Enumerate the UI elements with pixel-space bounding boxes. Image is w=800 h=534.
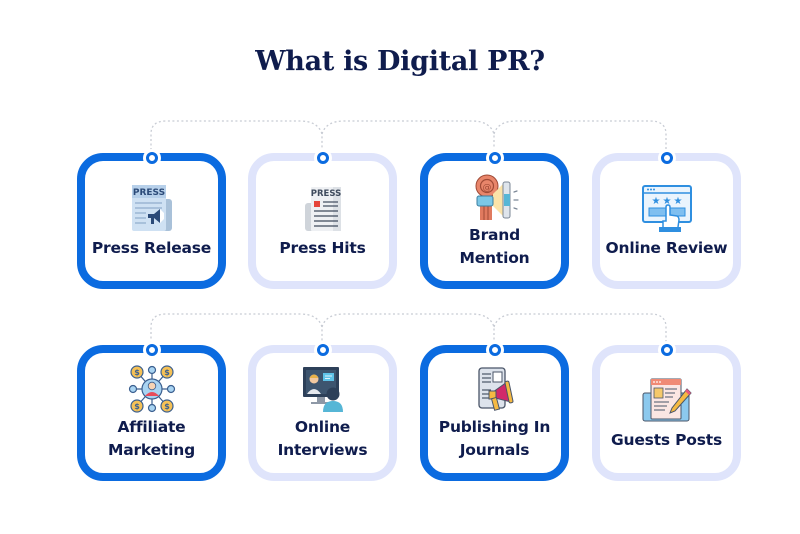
card-publishing-in-journals: Publishing In Journals — [420, 341, 569, 481]
card-online-interviews: Online Interviews — [248, 341, 397, 481]
brand-mention-megaphone-icon: @ — [475, 174, 519, 220]
svg-text:$: $ — [134, 368, 140, 377]
svg-text:$: $ — [134, 402, 140, 411]
svg-text:$: $ — [164, 368, 170, 377]
online-review-icon: ★★★ — [641, 184, 692, 232]
connector-dot — [142, 149, 161, 167]
svg-text:★: ★ — [673, 196, 682, 207]
card-online-review: ★★★ Online Review — [592, 149, 741, 289]
svg-text:PRESS: PRESS — [310, 189, 340, 199]
card-label: Brand Mention — [459, 226, 530, 267]
card-label: Online Interviews — [277, 418, 368, 459]
card-label: Press Hits — [279, 238, 366, 257]
card-label: Affiliate Marketing — [108, 418, 195, 459]
card-brand-mention: @ Brand Mention — [420, 149, 569, 289]
video-interview-icon — [302, 367, 343, 412]
press-hits-icon: PRESS — [304, 186, 341, 231]
connector-dot — [313, 149, 332, 167]
connector-dot — [485, 149, 504, 167]
card-label: Guests Posts — [611, 430, 722, 449]
svg-text:★: ★ — [662, 196, 671, 207]
card-label: Publishing In Journals — [438, 418, 551, 459]
connector-dot — [657, 149, 676, 167]
connector-dot — [142, 341, 161, 359]
journal-megaphone-icon — [477, 367, 513, 411]
card-label: Online Review — [605, 238, 728, 257]
page-title: What is Digital PR? — [255, 46, 545, 77]
card-guests-posts: Guests Posts — [592, 341, 741, 481]
guest-post-icon — [642, 378, 692, 421]
svg-text:PRESS: PRESS — [132, 188, 164, 198]
card-press-hits: PRESS Press Hits — [248, 149, 397, 289]
press-release-icon: PRESS — [131, 184, 172, 231]
connector-dot — [313, 341, 332, 359]
svg-text:$: $ — [164, 402, 170, 411]
card-press-release: PRESS Press Release — [77, 149, 226, 289]
connector-dot — [485, 341, 504, 359]
svg-text:@: @ — [482, 183, 491, 193]
card-label: Press Release — [91, 238, 212, 257]
svg-text:★: ★ — [651, 196, 660, 207]
affiliate-network-icon: $ $ $ $ — [128, 365, 175, 413]
connector-dot — [657, 341, 676, 359]
card-affiliate-marketing: $ $ $ $ Affiliate Marketing — [77, 341, 226, 481]
